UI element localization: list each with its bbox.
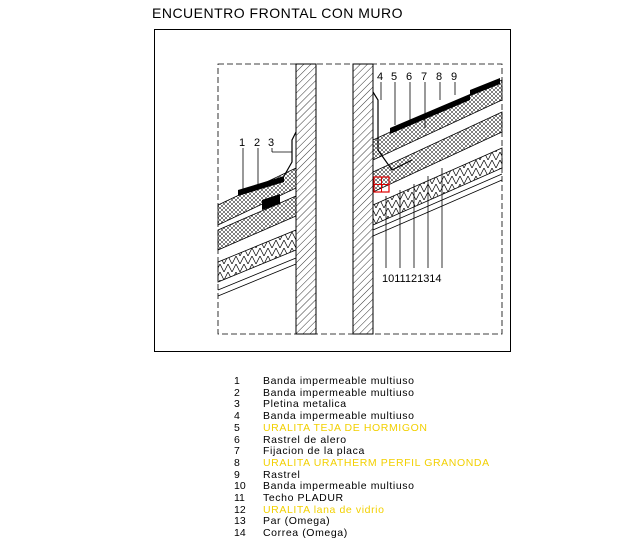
legend-item: 8 URALITA URATHERM PERFIL GRANONDA: [234, 456, 490, 470]
callout-2: 2: [254, 137, 260, 149]
callout-1: 1: [239, 137, 245, 149]
drawing-title: ENCUENTRO FRONTAL CON MURO: [152, 5, 403, 21]
callout-8: 8: [436, 71, 442, 83]
legend-text: URALITA lana de vidrio: [263, 503, 385, 516]
legend-text: URALITA TEJA DE HORMIGON: [263, 421, 428, 434]
legend-item: 11 Techo PLADUR: [234, 492, 490, 505]
legend-item: 3 Pletina metalica: [234, 399, 490, 411]
callout-5: 5: [391, 71, 397, 83]
left-roof: [217, 131, 297, 297]
legend-text: Par (Omega): [263, 515, 331, 528]
callout-6: 6: [406, 71, 412, 83]
legend-text: Rastrel de alero: [263, 433, 347, 446]
legend-number: 1: [234, 375, 240, 387]
legend-item: 12 URALITA lana de vidrio: [234, 503, 490, 517]
legend-number: 14: [234, 527, 246, 540]
right-wall: [352, 63, 374, 335]
legend-item: 14 Correa (Omega): [234, 527, 490, 540]
top-callouts: [380, 82, 456, 128]
bottom-callouts: [385, 168, 443, 268]
legend-number: 11: [234, 492, 245, 505]
legend-item: 4 Banda impermeable multiuso: [234, 410, 490, 423]
legend-item: 7 Fijacion de la placa: [234, 446, 490, 458]
legend-number: 7: [234, 445, 240, 458]
legend-text: Fijacion de la placa: [263, 445, 365, 458]
callout-7: 7: [421, 71, 427, 83]
right-roof: [372, 78, 503, 237]
legend-text: URALITA URATHERM PERFIL GRANONDA: [263, 456, 490, 469]
legend-number: 9: [234, 468, 240, 481]
legend-text: Banda impermeable multiuso: [263, 375, 415, 387]
legend-number: 10: [234, 480, 246, 493]
legend-item: 5 URALITA TEJA DE HORMIGON: [234, 421, 490, 435]
legend-number: 6: [234, 433, 240, 446]
legend-number: 5: [234, 421, 240, 434]
legend-item: 6 Rastrel de alero: [234, 433, 490, 447]
legend-text: Banda impermeable multiuso: [263, 480, 415, 493]
legend-number: 2: [234, 386, 240, 399]
legend-number: 4: [234, 410, 240, 423]
legend-text: Banda impermeable multiuso: [263, 386, 415, 399]
left-callouts: [242, 148, 292, 192]
left-wall: [295, 63, 317, 335]
legend-number: 8: [234, 456, 240, 469]
callout-9: 9: [451, 71, 457, 83]
callout-3: 3: [268, 137, 274, 149]
legend-number: 12: [234, 503, 246, 516]
legend-text: Rastrel: [263, 468, 301, 481]
legend-text: Pletina metalica: [263, 398, 347, 411]
legend-text: Banda impermeable multiuso: [263, 410, 415, 423]
drawing-frame: [154, 29, 511, 352]
legend-number: 3: [234, 398, 240, 411]
legend-item: 1 Banda impermeable multiuso: [234, 375, 490, 388]
legend-number: 13: [234, 515, 246, 528]
legend-item: 10 Banda impermeable multiuso: [234, 481, 490, 493]
legend-text: Correa (Omega): [263, 527, 348, 540]
legend-item: 13 Par (Omega): [234, 516, 490, 528]
legend-item: 9 Rastrel: [234, 468, 490, 482]
callout-4: 4: [377, 71, 383, 83]
callout-10-14: 1011121314: [382, 273, 442, 285]
legend-item: 2 Banda impermeable multiuso: [234, 386, 490, 400]
legend-text: Techo PLADUR: [263, 492, 344, 505]
